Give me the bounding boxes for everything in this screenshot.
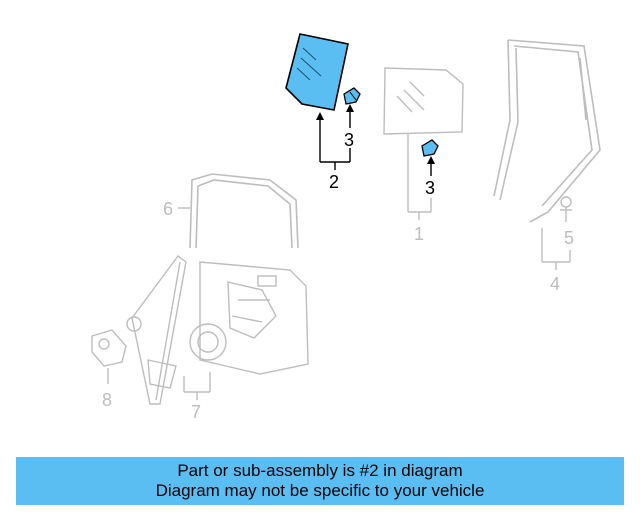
arrow-part-3-upper [346, 104, 354, 112]
callout-3-lower: 3 [425, 178, 435, 198]
banner-line-1: Part or sub-assembly is #2 in diagram [177, 461, 463, 480]
callout-6: 6 [163, 199, 173, 219]
banner-line-2: Diagram may not be specific to your vehi… [155, 481, 485, 500]
front-glass [383, 67, 464, 135]
bolt-part-3-lower[interactable] [421, 139, 439, 157]
callout-4: 4 [550, 274, 560, 294]
parts-diagram: 2 3 3 1 4 5 [91, 33, 601, 422]
callout-8: 8 [102, 390, 112, 410]
door-glass-highlighted[interactable] [285, 33, 349, 111]
arrow-part-3-lower [427, 156, 435, 164]
callout-1: 1 [414, 224, 424, 244]
leader-lines-part-2 [319, 112, 351, 170]
leader-lines-part-7 [183, 372, 211, 400]
callout-7: 7 [191, 402, 201, 422]
weatherstrip-part-6 [189, 173, 299, 249]
bolt-part-3-upper[interactable] [343, 87, 361, 105]
leader-lines-part-4 [541, 228, 571, 270]
callout-3-upper: 3 [344, 130, 354, 150]
run-channel [493, 39, 601, 223]
window-regulator [126, 255, 309, 405]
clip-part-5 [560, 196, 572, 222]
callout-2: 2 [329, 172, 339, 192]
callout-5: 5 [564, 228, 574, 248]
arrow-part-2 [316, 112, 324, 120]
leader-lines-part-1 [407, 134, 432, 220]
info-banner: Part or sub-assembly is #2 in diagram Di… [16, 457, 624, 505]
motor-part-8 [91, 329, 127, 384]
